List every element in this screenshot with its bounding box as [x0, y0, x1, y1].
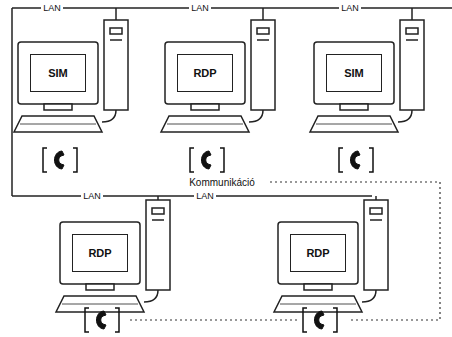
- monitor-screen: SIM: [326, 54, 382, 92]
- computer-symbol: [310, 20, 424, 132]
- screen-label: RDP: [88, 247, 111, 259]
- network-label: LAN: [339, 3, 361, 14]
- monitor-screen: RDP: [290, 234, 346, 272]
- monitor-screen: RDP: [177, 54, 233, 92]
- phone-symbol: [303, 308, 337, 332]
- screen-label: SIM: [344, 67, 364, 79]
- screen-label: RDP: [306, 247, 329, 259]
- phone-symbol: [43, 148, 77, 172]
- network-label: LAN: [81, 191, 103, 202]
- computer-symbol: [56, 200, 170, 312]
- phone-symbol: [85, 308, 119, 332]
- network-label: LAN: [189, 3, 211, 14]
- monitor-screen: RDP: [72, 234, 128, 272]
- monitor-screen: SIM: [30, 54, 86, 92]
- computer-symbol: [161, 20, 275, 132]
- phone-symbol: [190, 148, 224, 172]
- link-label: Kommunikáció: [187, 177, 257, 188]
- computer-symbol: [274, 200, 388, 312]
- screen-label: RDP: [193, 67, 216, 79]
- network-label: LAN: [194, 191, 216, 202]
- computer-symbol: [14, 20, 128, 132]
- screen-label: SIM: [48, 67, 68, 79]
- phone-symbol: [339, 148, 373, 172]
- network-label: LAN: [41, 3, 63, 14]
